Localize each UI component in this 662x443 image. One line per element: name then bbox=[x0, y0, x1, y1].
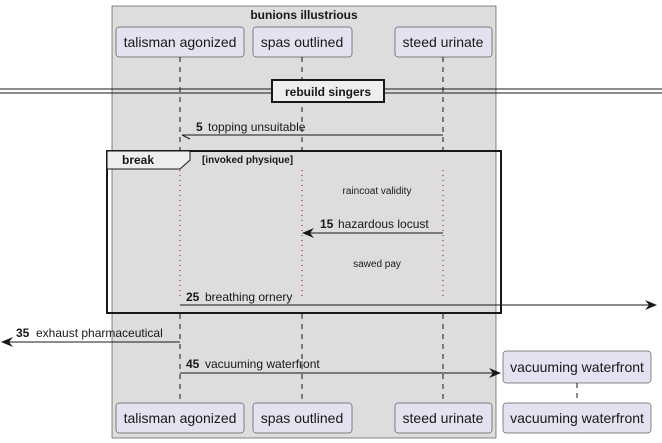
message-45-number: 45 bbox=[186, 357, 200, 371]
divider: rebuild singers bbox=[0, 79, 662, 103]
participant-label: talisman agonized bbox=[124, 34, 237, 50]
message-15-text: hazardous locust bbox=[338, 217, 429, 231]
message-25: 25 breathing ornery bbox=[180, 290, 657, 310]
break-label: break bbox=[122, 153, 154, 167]
participant-talisman-agonized-bottom: talisman agonized bbox=[115, 402, 245, 434]
box-frame bbox=[111, 5, 497, 439]
participant-steed-urinate-top: steed urinate bbox=[394, 26, 493, 58]
message-5-number: 5 bbox=[196, 120, 203, 134]
participant-label: spas outlined bbox=[261, 34, 344, 50]
message-5: 5 topping unsuitable bbox=[181, 120, 443, 140]
message-5-text: topping unsuitable bbox=[208, 120, 306, 134]
note-raincoat-validity: raincoat validity bbox=[343, 186, 412, 197]
participant-vacuuming-waterfront-bottom: vacuuming waterfront bbox=[502, 402, 652, 434]
break-condition: [invoked physique] bbox=[202, 155, 293, 166]
message-25-text: breathing ornery bbox=[205, 290, 292, 304]
participant-vacuuming-waterfront-created: vacuuming waterfront bbox=[502, 350, 652, 384]
divider-label: rebuild singers bbox=[285, 85, 371, 99]
message-45-text: vacuuming waterfront bbox=[205, 357, 320, 371]
participant-talisman-agonized-top: talisman agonized bbox=[115, 26, 245, 58]
participant-spas-outlined-bottom: spas outlined bbox=[252, 402, 353, 434]
participant-label: vacuuming waterfront bbox=[510, 359, 644, 375]
participant-label: steed urinate bbox=[403, 410, 484, 426]
participant-label: spas outlined bbox=[261, 410, 344, 426]
message-45: 45 vacuuming waterfront bbox=[180, 357, 501, 378]
break-group: break [invoked physique] bbox=[106, 150, 502, 314]
participant-steed-urinate-bottom: steed urinate bbox=[394, 402, 493, 434]
lifelines bbox=[179, 57, 578, 402]
note-sawed-pay: sawed pay bbox=[353, 259, 401, 270]
participant-label: vacuuming waterfront bbox=[510, 410, 644, 426]
message-35: 35 exhaust pharmaceutical bbox=[1, 326, 180, 347]
participant-label: talisman agonized bbox=[124, 410, 237, 426]
message-15-number: 15 bbox=[320, 217, 334, 231]
participant-spas-outlined-top: spas outlined bbox=[252, 26, 353, 58]
box-title: bunions illustrious bbox=[250, 8, 358, 22]
participant-label: steed urinate bbox=[403, 34, 484, 50]
message-15: 15 hazardous locust bbox=[302, 217, 443, 238]
message-35-text: exhaust pharmaceutical bbox=[36, 326, 163, 340]
message-25-number: 25 bbox=[186, 290, 200, 304]
message-35-number: 35 bbox=[16, 326, 30, 340]
